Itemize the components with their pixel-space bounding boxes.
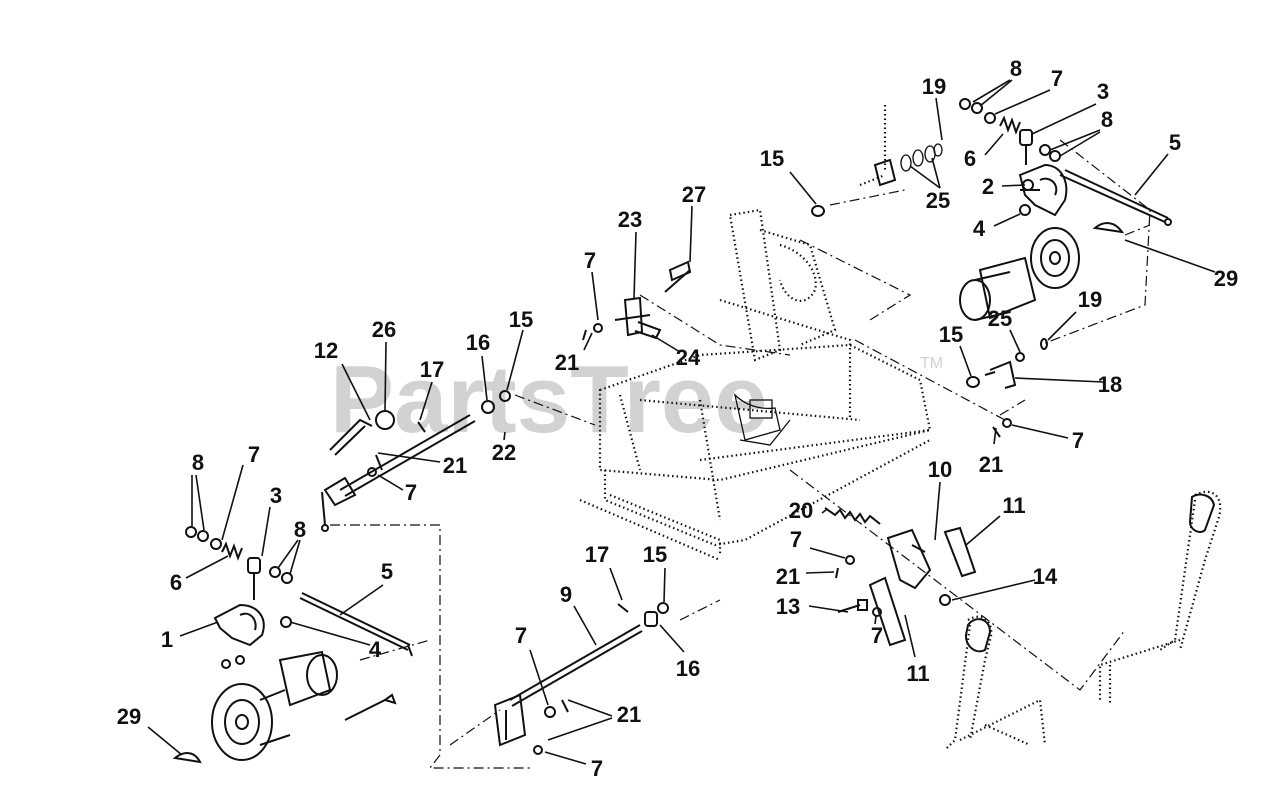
watermark-tm: TM <box>920 355 943 372</box>
callout-8: 8 <box>1010 56 1022 81</box>
callout-15: 15 <box>760 146 784 171</box>
leader-lines <box>147 79 1216 765</box>
callout-14: 14 <box>1033 564 1058 589</box>
callout-7: 7 <box>515 623 527 648</box>
callout-22: 22 <box>492 440 516 465</box>
callout-7: 7 <box>871 623 883 648</box>
callout-29: 29 <box>117 704 141 729</box>
phantom-lines <box>330 139 1151 769</box>
callout-15: 15 <box>509 307 533 332</box>
callout-29: 29 <box>1214 266 1238 291</box>
callout-7: 7 <box>1072 428 1084 453</box>
callout-7: 7 <box>248 442 260 467</box>
callout-23: 23 <box>618 207 642 232</box>
left-drive-assembly <box>172 526 413 764</box>
callout-7: 7 <box>584 248 596 273</box>
lower-linkage <box>493 602 669 755</box>
callout-11: 11 <box>1002 493 1025 518</box>
callout-17: 17 <box>585 542 609 567</box>
callout-16: 16 <box>676 656 700 681</box>
callout-12: 12 <box>314 338 338 363</box>
callout-5: 5 <box>381 559 393 584</box>
callout-16: 16 <box>466 330 490 355</box>
watermark: PartsTree TM <box>330 346 943 453</box>
main-frame <box>579 208 932 562</box>
callout-7: 7 <box>1051 66 1063 91</box>
callout-27: 27 <box>682 182 706 207</box>
center-linkage <box>582 260 692 341</box>
callout-7: 7 <box>405 480 417 505</box>
callout-19: 19 <box>1078 287 1102 312</box>
callout-9: 9 <box>560 582 572 607</box>
callout-15: 15 <box>643 542 667 567</box>
pedal-assemblies <box>944 490 1222 751</box>
callout-1: 1 <box>161 627 173 652</box>
callout-3: 3 <box>270 483 282 508</box>
callout-2: 2 <box>982 174 994 199</box>
callout-8: 8 <box>294 517 306 542</box>
left-linkage <box>321 390 511 532</box>
right-drive-assembly <box>811 98 1172 438</box>
callout-21: 21 <box>776 564 800 589</box>
callout-10: 10 <box>928 457 952 482</box>
callout-7: 7 <box>790 527 802 552</box>
callout-8: 8 <box>192 450 204 475</box>
callout-17: 17 <box>420 357 444 382</box>
callout-4: 4 <box>973 216 986 241</box>
callout-3: 3 <box>1097 79 1109 104</box>
callout-19: 19 <box>922 74 946 99</box>
callout-4: 4 <box>369 637 382 662</box>
callout-15: 15 <box>939 322 963 347</box>
callout-6: 6 <box>170 570 182 595</box>
callout-21: 21 <box>617 702 641 727</box>
callout-8: 8 <box>1101 107 1113 132</box>
callout-18: 18 <box>1098 372 1122 397</box>
watermark-text: PartsTree <box>330 346 768 453</box>
callout-26: 26 <box>372 317 396 342</box>
callout-6: 6 <box>964 146 976 171</box>
callout-11: 11 <box>906 661 929 686</box>
brake-linkage <box>824 507 977 647</box>
callout-21: 21 <box>555 350 579 375</box>
callout-20: 20 <box>789 498 813 523</box>
callout-25: 25 <box>926 188 950 213</box>
callout-13: 13 <box>776 594 800 619</box>
callout-5: 5 <box>1169 130 1181 155</box>
callout-21: 21 <box>443 453 467 478</box>
callout-25: 25 <box>988 306 1012 331</box>
callout-21: 21 <box>979 452 1003 477</box>
callout-7: 7 <box>591 756 603 781</box>
callout-24: 24 <box>676 345 701 370</box>
